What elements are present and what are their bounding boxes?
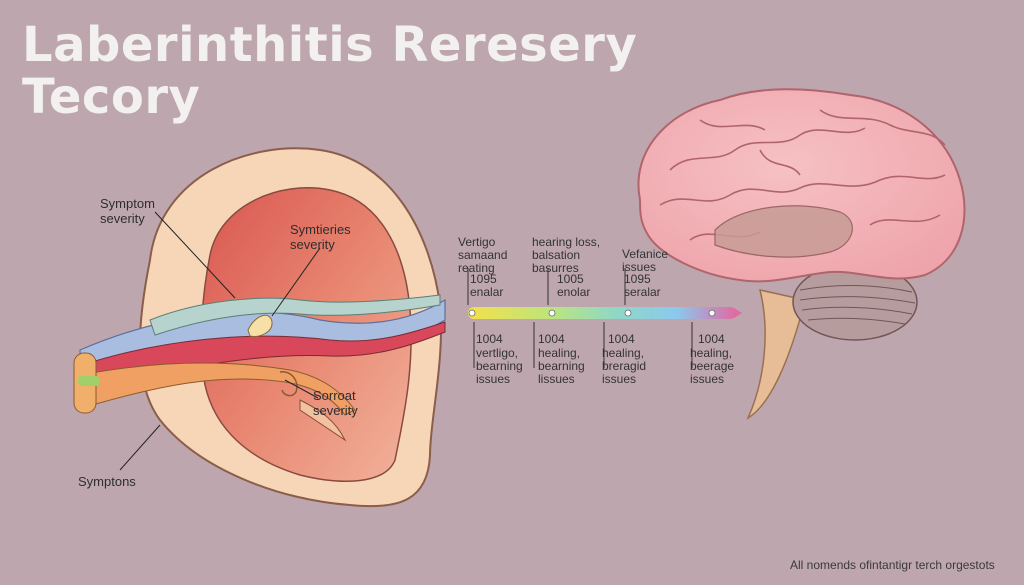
temporal-lobe-shade	[714, 205, 853, 258]
timeline-top-stage-1: Vertigo samaand reating	[458, 235, 508, 275]
cochlea-curl	[279, 371, 298, 397]
timeline-bottom-value-3: 1004	[608, 332, 635, 346]
timeline-top-stage-3: Vefanice issues	[622, 247, 669, 274]
timeline-ticks	[467, 268, 693, 368]
timeline-bottom-desc-1: vertligo, bearning issues	[476, 346, 523, 386]
page-title-line-2: Tecory	[22, 69, 201, 125]
severity-timeline	[467, 268, 742, 368]
pointer-symptom-severity	[154, 211, 236, 299]
label-symptons: Symptons	[78, 474, 136, 489]
timeline-markers	[468, 309, 716, 317]
page-title-line-1: Laberinthitis Reresery	[22, 17, 638, 73]
timeline-bottom-value-2: 1004	[538, 332, 565, 346]
timeline-bottom-desc-3: healing, breragid issues	[602, 346, 647, 386]
canal-spike	[299, 399, 347, 442]
pointer-symptons	[119, 424, 161, 471]
nerve-bundle-orange	[79, 362, 356, 416]
timeline-top-stage-2: hearing loss, balsation basurres	[532, 235, 601, 275]
brain-illustration	[637, 88, 966, 420]
timeline-bottom-desc-2: healing, bearning lissues	[538, 346, 585, 386]
brain-stem	[746, 289, 806, 420]
timeline-bottom-value-1: 1004	[476, 332, 503, 346]
pointer-symtieries	[271, 247, 321, 317]
timeline-bottom-desc-4: healing, beerage issues	[690, 346, 735, 386]
label-symtieries-severity: Symtieries severity	[290, 222, 351, 252]
timeline-top-value-1: 1095 enalar	[470, 272, 504, 299]
ossicle-shape	[247, 314, 273, 337]
ear-cross-section	[73, 147, 446, 508]
timeline-bottom-value-4: 1004	[698, 332, 725, 346]
cerebellum-lines	[799, 284, 916, 325]
footer-note: All nomends ofintantigr terch orgestots	[790, 558, 995, 572]
label-sorroat-severity: Sorroat severity	[313, 388, 358, 418]
nerve-end-green	[78, 376, 100, 386]
pointer-sorroat	[284, 379, 319, 399]
timeline-bar	[468, 307, 736, 319]
label-symptom-severity: Symptom severity	[100, 196, 155, 226]
timeline-top-value-3: 1095 seralar	[624, 272, 661, 299]
timeline-arrowhead	[734, 308, 742, 318]
nerve-bundle-teal	[149, 294, 441, 336]
timeline-top-value-2: 1005 enolar	[557, 272, 591, 299]
